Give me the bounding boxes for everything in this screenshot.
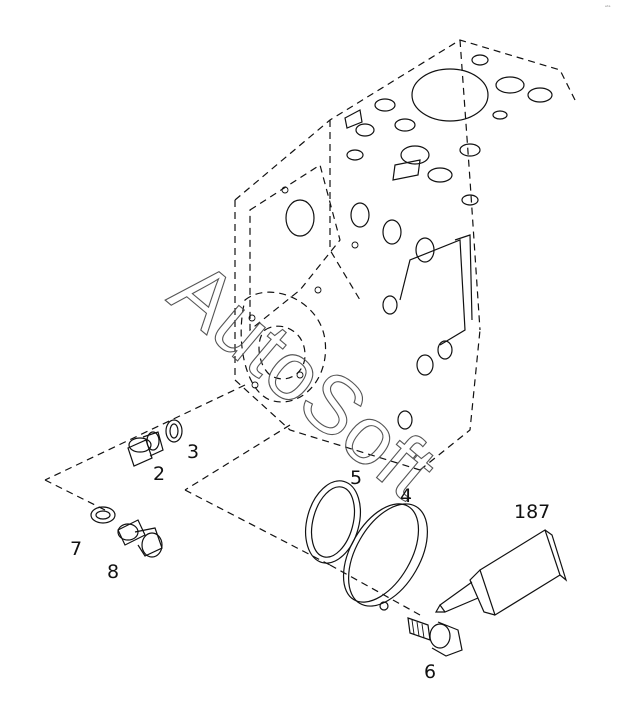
block-side-bores [248,186,473,430]
sealant-tube-part-187 [434,529,568,616]
plug-part-8 [117,519,163,558]
callout-187: 187 [514,501,550,523]
cover-part-4 [342,503,428,611]
bolt-part-6 [407,617,463,657]
leader-lines [44,384,421,616]
callout-5: 5 [350,467,362,489]
plug-part-2 [127,431,164,467]
ring-part-3 [165,419,183,443]
o-ring-part-5 [305,480,361,564]
callout-4: 4 [400,485,412,507]
ring-part-7 [90,506,116,524]
callout-3: 3 [187,441,199,463]
block-top-holes [344,54,553,206]
callout-2: 2 [153,463,165,485]
corner-mark: ᵉᵗᵃ [605,5,611,11]
callout-7: 7 [70,538,82,560]
callout-6: 6 [424,661,436,683]
watermark: AutoSoft [153,244,454,517]
engine-block-outline [234,39,576,471]
callout-8: 8 [107,561,119,583]
watermark-text: AutoSoft [153,244,453,516]
